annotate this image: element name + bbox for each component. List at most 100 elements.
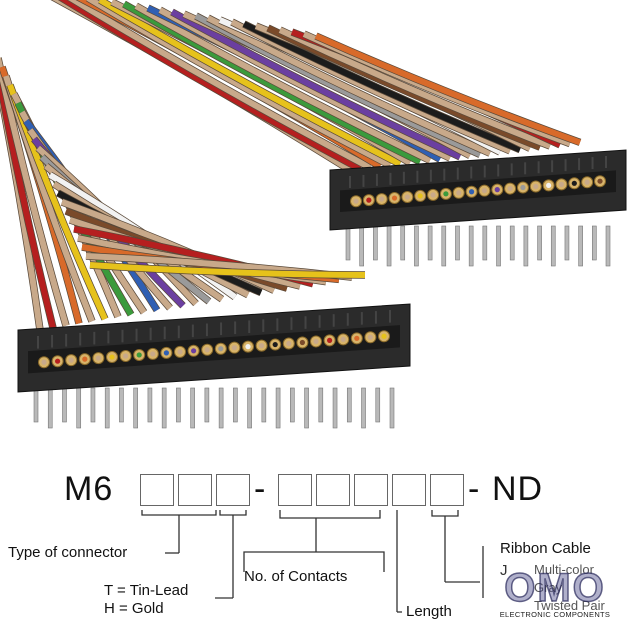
front-connector-pin bbox=[389, 387, 395, 429]
rear-connector-pin bbox=[468, 225, 474, 267]
rear-connector-pin bbox=[496, 225, 501, 267]
front-connector-pin bbox=[332, 387, 338, 429]
front-connector-contact-color bbox=[354, 335, 360, 341]
rear-connector-contact-color bbox=[571, 180, 577, 186]
rear-connector-contact-color bbox=[456, 190, 462, 196]
gray-label: Gray bbox=[534, 580, 563, 595]
front-connector-contact-color bbox=[259, 343, 265, 349]
rear-connector-contact-color bbox=[584, 179, 590, 185]
ribbon-code-letter: J bbox=[500, 562, 508, 579]
rear-connector-pin bbox=[455, 225, 460, 261]
front-connector-contact-color bbox=[82, 356, 88, 362]
front-connector-contact-color bbox=[68, 357, 74, 363]
part-number-suffix: ND bbox=[492, 470, 544, 508]
part-number-box-6 bbox=[354, 474, 388, 506]
rear-cable-wire bbox=[134, 3, 432, 164]
front-connector-pin bbox=[247, 387, 252, 429]
tin-lead-label: T = Tin-Lead bbox=[104, 582, 189, 599]
rear-connector-contact-color bbox=[417, 193, 423, 199]
front-connector-pin bbox=[104, 387, 110, 429]
front-connector-contact-color bbox=[41, 359, 47, 365]
front-connector-pin bbox=[275, 387, 281, 429]
rear-connector-contact-color bbox=[546, 182, 552, 189]
front-connector-contact-color bbox=[340, 336, 346, 342]
type-of-connector-label: Type of connector bbox=[8, 544, 128, 561]
rear-cable-wire bbox=[68, 0, 372, 171]
front-connector-contact-color bbox=[286, 340, 292, 347]
front-connector-pin bbox=[261, 387, 267, 423]
gold-label: H = Gold bbox=[104, 600, 164, 617]
front-connector-pin bbox=[361, 387, 366, 429]
front-connector-contact-color bbox=[150, 351, 156, 357]
rear-connector-pin bbox=[509, 225, 515, 261]
rear-connector-contact-color bbox=[520, 184, 526, 191]
front-connector-contact-color bbox=[367, 334, 373, 340]
front-connector-contact-color bbox=[272, 341, 278, 348]
part-number-prefix: M6 bbox=[64, 470, 114, 508]
front-connector-contact-color bbox=[245, 344, 251, 350]
watermark-letters: OMO bbox=[503, 565, 606, 611]
front-connector-contact-color bbox=[218, 346, 224, 352]
rear-connector-pin bbox=[564, 225, 570, 261]
front-connector-contact-color bbox=[163, 350, 169, 356]
front-connector-contact-color bbox=[299, 339, 305, 346]
rear-connector-contact-color bbox=[443, 191, 449, 197]
rear-connector-contact-color bbox=[533, 183, 539, 190]
rear-connector-pin bbox=[578, 225, 583, 267]
front-connector bbox=[17, 303, 411, 429]
omo-watermark-logo: OMO ELECTRONIC COMPONENTS bbox=[482, 565, 628, 620]
rear-connector-pin bbox=[386, 225, 392, 267]
front-connector-pin bbox=[119, 387, 124, 423]
rear-cable-wire bbox=[314, 33, 582, 146]
front-connector-contact-color bbox=[177, 349, 183, 355]
rear-connector-contact-color bbox=[507, 185, 513, 192]
part-number-dash-2: - bbox=[468, 470, 480, 508]
front-connector-pin bbox=[218, 387, 224, 429]
front-connector-pin bbox=[90, 387, 96, 423]
rear-cable-wire bbox=[98, 0, 402, 167]
front-connector-pin bbox=[318, 387, 324, 423]
rear-connector-contact-color bbox=[366, 197, 372, 203]
rear-connector-pin bbox=[345, 225, 351, 261]
rear-cable-wire bbox=[242, 21, 522, 153]
front-connector-contact-color bbox=[95, 355, 101, 361]
part-number-box-3 bbox=[216, 474, 250, 506]
rear-connector-contact-color bbox=[379, 196, 385, 202]
twisted-pair-label: Twisted Pair bbox=[534, 598, 605, 613]
front-connector-contact-color bbox=[231, 345, 237, 351]
rear-ribbon-cable bbox=[50, 0, 582, 174]
front-connector-contact-color bbox=[381, 333, 387, 339]
rear-connector-pin bbox=[605, 225, 611, 267]
front-connector-pin bbox=[161, 387, 167, 429]
rear-connector-pin bbox=[550, 225, 556, 267]
front-connector-contact-color bbox=[204, 347, 210, 353]
rear-cable-wire bbox=[158, 7, 452, 161]
rear-connector-contact-color bbox=[468, 189, 475, 195]
part-number-box-7 bbox=[392, 474, 426, 506]
front-connector-pin bbox=[190, 387, 195, 429]
rear-connector-contact-color bbox=[558, 181, 565, 187]
front-connector-contact-color bbox=[123, 353, 129, 359]
rear-connector-pin bbox=[441, 225, 447, 267]
rear-cable-wire bbox=[86, 0, 392, 168]
rear-connector-pin bbox=[359, 225, 364, 267]
part-number-box-2 bbox=[178, 474, 212, 506]
rear-connector-pin bbox=[482, 225, 488, 261]
front-connector-contact-color bbox=[191, 348, 197, 354]
front-connector-pin bbox=[133, 387, 138, 429]
rear-connector-pin bbox=[400, 225, 406, 261]
rear-connector-contact-color bbox=[430, 192, 436, 198]
front-connector-pin bbox=[33, 387, 39, 423]
rear-cable-wire bbox=[122, 1, 422, 165]
legend-lines bbox=[141, 510, 484, 613]
ribbon-cable-label: Ribbon Cable bbox=[500, 540, 591, 557]
rear-connector-contact-color bbox=[391, 195, 398, 201]
front-connector-contact-color bbox=[313, 338, 319, 345]
front-connector-pin bbox=[346, 387, 352, 423]
rear-cable-wire bbox=[194, 13, 482, 158]
front-connector-pin bbox=[204, 387, 210, 423]
part-number-box-5 bbox=[316, 474, 350, 506]
length-label: Length bbox=[406, 603, 452, 620]
front-connector-contact-color bbox=[327, 337, 333, 343]
